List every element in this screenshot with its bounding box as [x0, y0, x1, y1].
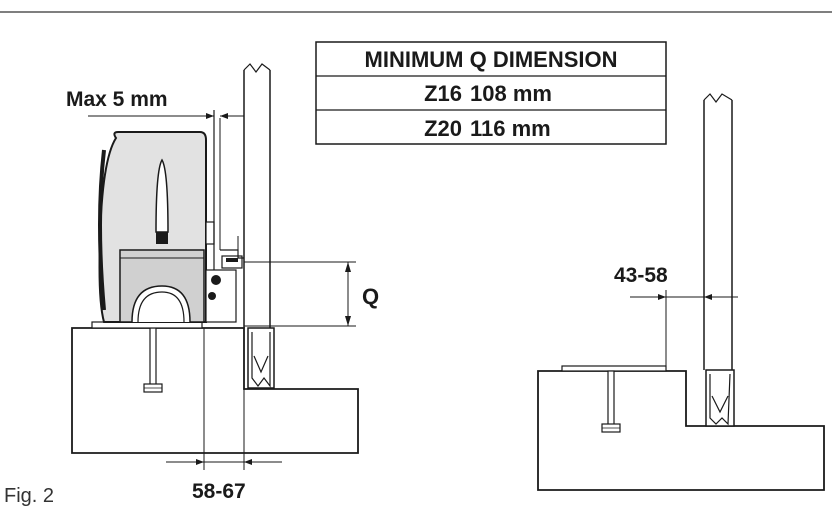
right-installation: 43-58	[537, 93, 825, 491]
right-offset-label: 43-58	[614, 264, 668, 287]
left-offset-label: 58-67	[192, 480, 246, 503]
right-ground-rail	[705, 369, 735, 427]
table-row-model: Z20	[424, 116, 462, 141]
left-anchor-bolt	[143, 327, 163, 393]
table-row-model: Z16	[424, 81, 462, 106]
table-row-value: 116 mm	[470, 116, 551, 141]
table-header: MINIMUM Q DIMENSION	[365, 47, 618, 72]
q-label: Q	[362, 284, 379, 309]
left-ground-rail	[247, 327, 275, 389]
right-foundation	[537, 370, 825, 491]
q-dimension	[244, 261, 356, 327]
right-gate-leaf	[703, 93, 733, 370]
right-base-plate	[561, 365, 667, 372]
left-foundation	[71, 327, 359, 454]
left-installation: Max 5 mm Q 58-67	[66, 63, 379, 503]
figure-label: Fig. 2	[4, 485, 54, 507]
left-offset-dimension	[166, 389, 282, 470]
left-gate-leaf	[213, 63, 271, 328]
min-q-table	[315, 41, 667, 145]
max-gap-label: Max 5 mm	[66, 88, 168, 111]
table-row-value: 108 mm	[470, 81, 552, 106]
right-offset-dimension	[630, 290, 738, 371]
right-anchor-bolt	[601, 370, 621, 433]
max-gap-dimension	[88, 113, 244, 119]
left-gearmotor	[98, 131, 243, 323]
